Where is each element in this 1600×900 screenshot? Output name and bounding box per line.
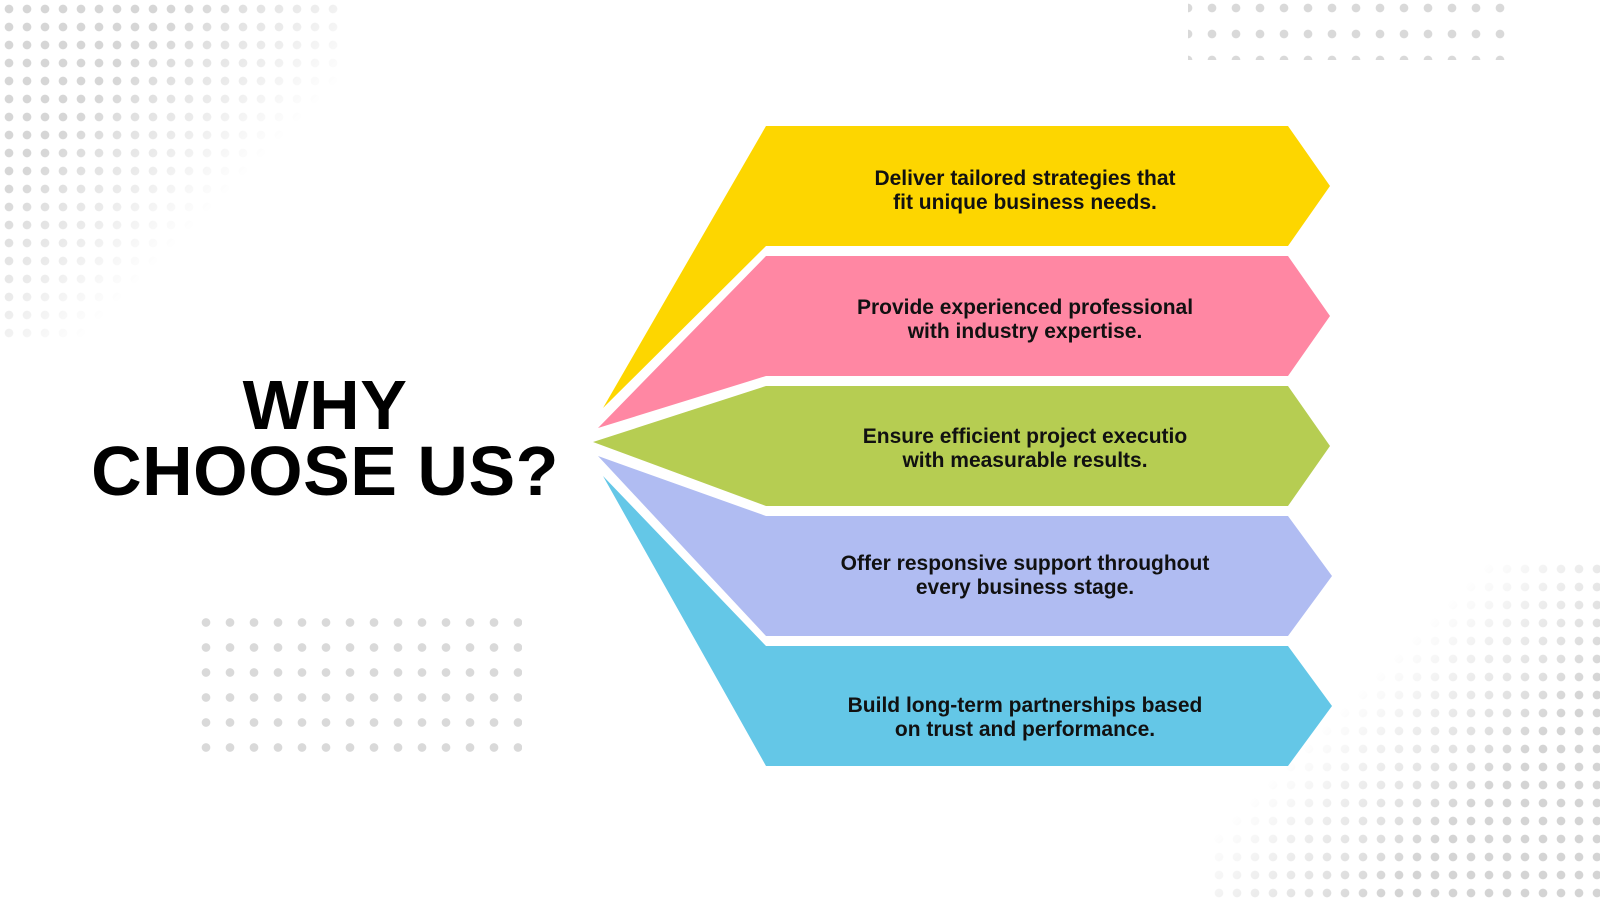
item-5-line-2: on trust and performance.	[894, 718, 1156, 741]
item-4-text: Offer responsive support throughout ever…	[795, 552, 1255, 600]
item-5-line-1: Build long-term partnerships based	[847, 694, 1203, 717]
item-3-text: Ensure efficient project executio with m…	[795, 425, 1255, 473]
title-line-2: CHOOSE US?	[91, 432, 559, 510]
item-1-text: Deliver tailored strategies that fit uni…	[795, 167, 1255, 215]
arrow-shape-3	[593, 386, 1330, 506]
decorative-dot-pattern-bottom-left	[192, 610, 522, 760]
item-1-line-2: fit unique business needs.	[893, 191, 1157, 214]
item-2-line-2: with industry expertise.	[907, 320, 1143, 343]
item-2-text: Provide experienced professional with in…	[795, 296, 1255, 344]
item-5-text: Build long-term partnerships based on tr…	[795, 694, 1255, 742]
item-3-line-2: with measurable results.	[902, 449, 1148, 472]
arrow-shape-1	[603, 126, 1330, 408]
arrow-shape-4	[598, 456, 1332, 636]
arrow-shape-2	[598, 256, 1330, 428]
arrow-shape-5	[603, 476, 1332, 766]
page-title: WHY CHOOSE US?	[60, 366, 590, 510]
item-4-line-1: Offer responsive support throughout	[840, 552, 1210, 575]
item-4-line-2: every business stage.	[915, 576, 1135, 599]
item-1-line-1: Deliver tailored strategies that	[874, 167, 1176, 190]
title-line-1: WHY	[242, 366, 408, 444]
item-3-line-1: Ensure efficient project executio	[862, 425, 1188, 448]
decorative-dot-pattern-top-right	[1188, 0, 1518, 60]
item-2-line-1: Provide experienced professional	[856, 296, 1194, 319]
decorative-dot-pattern-top-left	[0, 0, 340, 340]
